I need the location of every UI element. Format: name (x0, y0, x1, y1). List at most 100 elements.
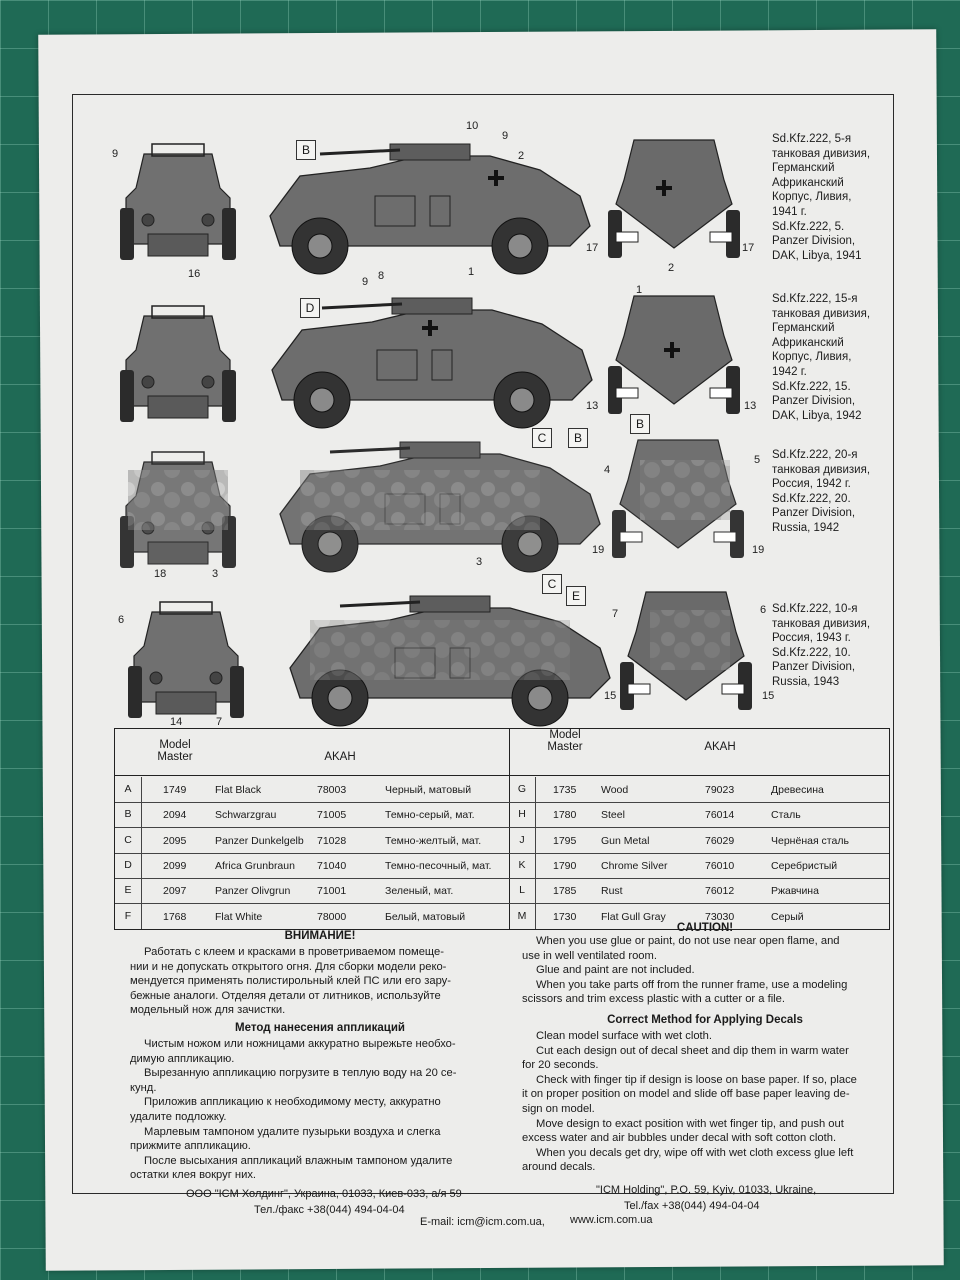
caution-text-en: When you use glue or paint, do not use n… (522, 934, 892, 1007)
paint-table-header: Model Master AKAH (115, 729, 509, 776)
text-line: When you use glue or paint, do not use n… (536, 935, 840, 947)
paint-letter-box: B (630, 414, 650, 434)
model-master-number: 2095 (163, 834, 187, 847)
paint-name-ru: Черный, матовый (385, 784, 472, 796)
paint-code: K (509, 852, 536, 878)
akan-number: 78000 (317, 910, 347, 923)
paint-letter-box: E (566, 586, 586, 606)
paint-name-ru: Древесина (771, 784, 824, 796)
text-line: excess water and air bubbles under decal… (522, 1132, 837, 1145)
text-line: После высыхания аппликаций влажным тампо… (144, 1154, 453, 1167)
callout: 9 (112, 148, 119, 160)
callout: 4 (604, 464, 611, 476)
callout: 17 (586, 242, 599, 254)
decal-text-ru: Чистым ножом или ножницами аккуратно выр… (130, 1037, 510, 1183)
text-line: When you decals get dry, wipe off with w… (536, 1146, 854, 1159)
callout: 17 (742, 242, 755, 254)
paint-name-en: Africa Grunbraun (215, 859, 295, 872)
callout: 10 (466, 120, 479, 132)
callout: 5 (754, 454, 761, 466)
callout: 6 (760, 604, 767, 616)
text-line: use in well ventilated room. (522, 949, 657, 962)
paint-code: D (115, 852, 142, 878)
paint-name-ru: Темно-песочный, мат. (385, 859, 492, 872)
model-master-number: 1749 (163, 784, 187, 796)
callout: 6 (118, 614, 125, 626)
paint-name-ru: Темно-серый, мат. (385, 809, 475, 822)
paint-name-ru: Ржавчина (771, 885, 819, 898)
akan-number: 76029 (705, 834, 735, 847)
drawing-frame (72, 94, 894, 1194)
callout: 9 (502, 130, 509, 142)
footer-email: E-mail: icm@icm.com.ua, (420, 1216, 545, 1228)
callout: 2 (668, 262, 675, 274)
text-line: мендуется применять полистирольный клей … (130, 975, 451, 988)
warning-title-ru: ВНИМАНИЕ! (284, 930, 356, 942)
rear-view-1 (607, 139, 741, 259)
paint-letter-box: C (542, 574, 562, 594)
text-line: кунд. (130, 1081, 157, 1094)
front-view-1 (119, 143, 237, 261)
akan-number: 71005 (317, 809, 347, 822)
callout: 2 (518, 150, 525, 162)
paint-code: B (115, 802, 142, 828)
callout: 18 (154, 568, 167, 580)
side-view-2 (270, 296, 594, 430)
paint-letter-box: B (568, 428, 588, 448)
callout: 3 (212, 568, 219, 580)
paint-name-en: Chrome Silver (601, 859, 668, 872)
text-line: sign on model. (522, 1102, 595, 1115)
paint-code: A (115, 777, 142, 802)
akan-number: 71001 (317, 885, 347, 898)
akan-number: 71040 (317, 859, 347, 872)
header-model-master: Model Master (547, 729, 583, 753)
callout: 13 (586, 400, 599, 412)
decal-title-en: Correct Method for Applying Decals (607, 1014, 803, 1026)
header-model-master: Model Master (157, 739, 193, 763)
paint-name-en: Panzer Olivgrun (215, 885, 291, 898)
decal-title-ru: Метод нанесения аппликаций (235, 1022, 405, 1034)
paint-letter-box: D (300, 298, 320, 318)
text-line: Cut each design out of decal sheet and d… (536, 1044, 849, 1057)
text-line: Clean model surface with wet cloth. (536, 1030, 712, 1042)
akan-number: 73030 (705, 910, 735, 923)
callout: 19 (752, 544, 765, 556)
paint-letter-box: C (532, 428, 552, 448)
model-master-number: 2099 (163, 859, 187, 872)
front-view-4 (127, 601, 245, 719)
text-line: нии и не допускать открытого огня. Для с… (130, 960, 447, 973)
text-line: удалите подложку. (130, 1110, 227, 1123)
text-line: Move design to exact position with wet f… (536, 1117, 844, 1130)
callout: 3 (476, 556, 483, 568)
paint-name-ru: Темно-желтый, мат. (385, 834, 482, 847)
header-akan: AKAH (324, 751, 356, 763)
text-line: Марлевым тампоном удалите пузырьки возду… (144, 1125, 441, 1138)
model-master-number: 1768 (163, 910, 187, 923)
callout: 1 (468, 266, 475, 278)
paint-name-ru: Сталь (771, 809, 801, 822)
paint-name-en: Schwarzgrau (215, 809, 277, 822)
model-master-number: 1730 (553, 910, 577, 923)
text-line: Check with finger tip if design is loose… (536, 1073, 857, 1086)
paint-code: C (115, 827, 142, 853)
callout: 15 (604, 690, 617, 702)
akan-number: 78003 (317, 784, 347, 796)
text-line: остатки клея вокруг них. (130, 1169, 257, 1182)
text-line: Приложив аппликацию к необходимому месту… (144, 1096, 441, 1109)
header-akan: AKAH (704, 741, 736, 753)
paint-name-en: Rust (601, 885, 623, 898)
callout: 19 (592, 544, 605, 556)
model-master-number: 1735 (553, 784, 577, 796)
text-line: for 20 seconds. (522, 1059, 599, 1072)
